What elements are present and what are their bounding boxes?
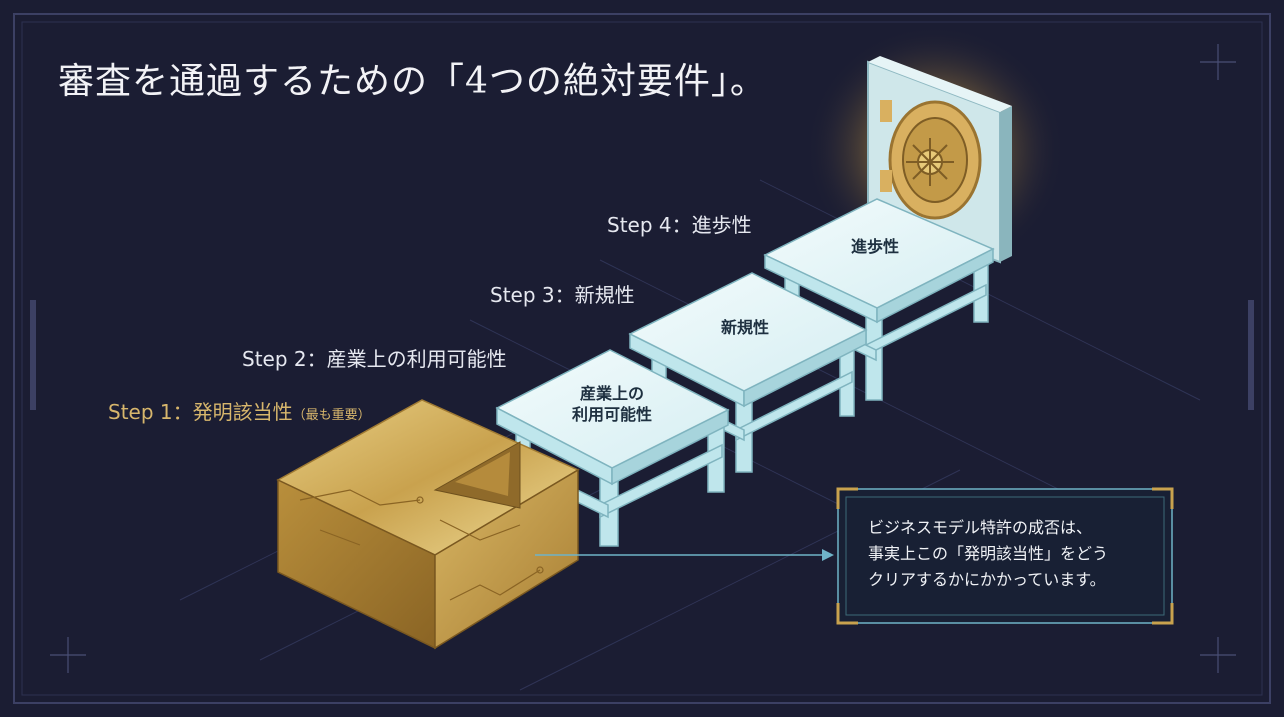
step-2-label: Step 2：産業上の利用可能性 <box>242 347 507 371</box>
frame-right-tab <box>1248 300 1254 410</box>
callout-line-1: ビジネスモデル特許の成否は、 <box>868 518 1093 537</box>
table-2-label-line2: 利用可能性 <box>571 405 652 424</box>
callout-frame <box>836 487 1174 625</box>
step-1-note: （最も重要） <box>292 408 371 423</box>
callout-text: ビジネスモデル特許の成否は、 事実上この「発明該当性」をどう クリアするかにかか… <box>868 515 1158 593</box>
frame-inner-border <box>21 21 1263 696</box>
crosshair-marks <box>50 44 1236 673</box>
page-title: 審査を通過するための「4つの絶対要件」。 <box>58 61 767 102</box>
table-2-label: 産業上の 利用可能性 <box>560 383 664 425</box>
step-1-text: Step 1：発明該当性 <box>108 400 293 424</box>
step-3-label: Step 3：新規性 <box>490 283 635 307</box>
callout-line-2: 事実上この「発明該当性」をどう <box>868 544 1109 563</box>
table-3 <box>628 272 868 473</box>
step-4-label: Step 4：進歩性 <box>607 213 752 237</box>
table-4-label: 進歩性 <box>850 237 899 256</box>
frame-border <box>13 13 1271 704</box>
table-2-label-line1: 産業上の <box>579 384 644 403</box>
gold-block <box>276 399 580 650</box>
step-1-label: Step 1：発明該当性（最も重要） <box>108 396 371 425</box>
callout-line-3: クリアするかにかかっています。 <box>868 570 1106 589</box>
callout-pointer <box>535 549 834 561</box>
frame-left-tab <box>30 300 36 410</box>
table-3-label: 新規性 <box>720 318 769 337</box>
